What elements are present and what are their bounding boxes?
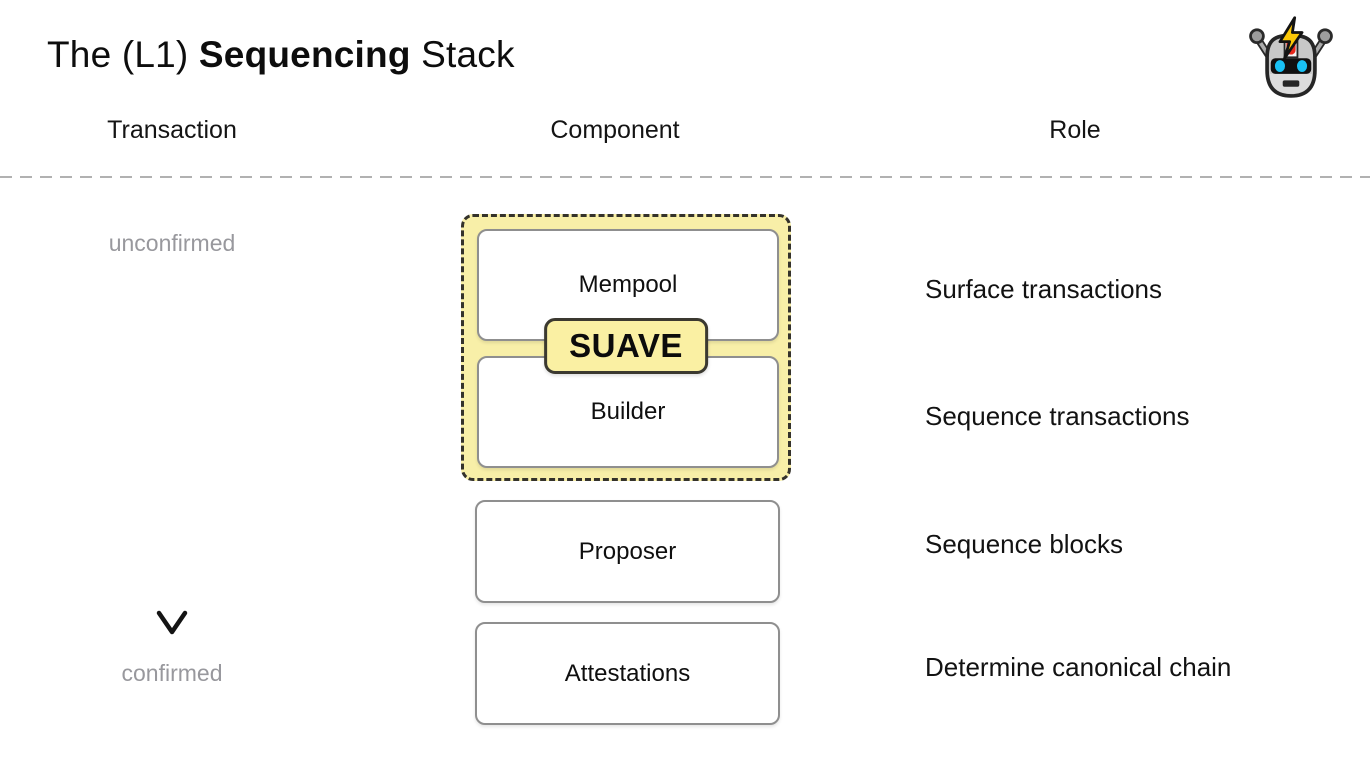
flashbots-robot-icon	[1245, 12, 1337, 110]
component-box-proposer: Proposer	[475, 500, 780, 603]
component-label: Mempool	[578, 271, 678, 298]
component-label: Proposer	[578, 537, 677, 565]
suave-scope-group-box: Mempool Builder SUAVE	[461, 214, 791, 481]
suave-badge: SUAVE	[544, 318, 708, 374]
role-text-attestations: Determine canonical chain	[925, 652, 1232, 682]
column-header-component: Component	[550, 116, 680, 144]
title-emphasis: Sequencing	[198, 34, 411, 75]
column-header-role: Role	[1049, 116, 1101, 144]
component-label: Attestations	[564, 659, 691, 687]
header-separator-dashed-line	[0, 176, 1370, 178]
role-text-proposer: Sequence blocks	[925, 529, 1124, 559]
flow-arrow-down-icon	[150, 266, 194, 642]
flow-label-confirmed: confirmed	[121, 660, 223, 686]
title-prefix: The (L1)	[47, 34, 199, 75]
title-suffix: Stack	[410, 34, 515, 75]
component-box-attestations: Attestations	[475, 622, 780, 725]
role-text-mempool: Surface transactions	[925, 274, 1163, 304]
flow-label-unconfirmed: unconfirmed	[108, 230, 236, 256]
component-label: Builder	[590, 398, 666, 425]
column-header-transaction: Transaction	[107, 116, 237, 144]
page-title: The (L1) Sequencing Stack	[47, 34, 515, 76]
role-text-builder: Sequence transactions	[925, 401, 1190, 431]
